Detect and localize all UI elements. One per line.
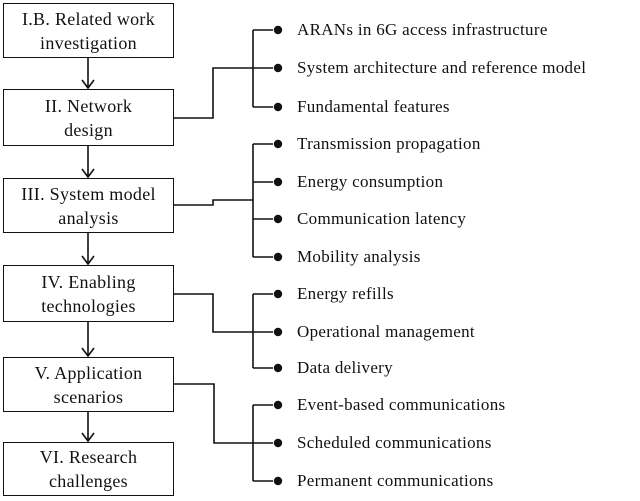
section-box-line: IV. Enabling [41,271,136,292]
section-box-line: V. Application [34,362,143,383]
bullet-icon [273,327,283,337]
connector-network-design [174,29,273,119]
bullet-icon [273,63,283,73]
bullet-icon [273,102,283,112]
bullet-dots [273,25,283,486]
section-box-line: II. Network [44,95,133,116]
bullet-icon [273,289,283,299]
outline-item: Fundamental features [297,97,450,116]
section-box-line: VI. Research [39,447,138,467]
section-box-line: technologies [41,295,136,316]
section-box-network-design: II. Network design [3,89,174,146]
section-box-line: challenges [49,471,128,491]
bullet-icon [273,139,283,149]
bullet-icon [273,214,283,224]
outline-item: Energy refills [297,284,394,303]
section-box-related-work: I.B. Related work investigation [3,3,174,58]
bullet-icon [273,438,283,448]
outline-item: Transmission propagation [297,134,481,153]
outline-item: Event-based communications [297,395,506,414]
section-box-line: III. System model [21,183,156,204]
section-box-line: I.B. Related work [21,8,156,29]
connector-enabling-technologies [174,293,273,369]
outline-item: Communication latency [297,209,467,228]
branch-connectors [174,29,273,482]
connector-application-scenarios [174,383,273,482]
section-box-line: scenarios [53,386,124,407]
connector-system-model [174,143,273,258]
down-arrow-icon [81,322,95,358]
bullet-icon [273,363,283,373]
outline-item: Data delivery [297,358,393,377]
outline-item: Mobility analysis [297,247,421,266]
section-box-system-model: III. System model analysis [3,178,174,233]
section-box-line: design [64,119,113,140]
outline-item: Scheduled communications [297,433,492,452]
flow-arrows [81,58,95,443]
bullet-icon [273,476,283,486]
section-box-application-scenarios: V. Application scenarios [3,357,174,412]
section-box-line: investigation [40,32,137,53]
down-arrow-icon [81,412,95,443]
down-arrow-icon [81,233,95,266]
down-arrow-icon [81,146,95,179]
outline-item: Permanent communications [297,471,494,490]
bullet-icon [273,177,283,187]
outline-item: Energy consumption [297,172,444,191]
section-box-research-challenges: VI. Research challenges [3,442,174,496]
outline-item: ARANs in 6G access infrastructure [297,20,548,39]
bullet-icon [273,400,283,410]
section-box-enabling-technologies: IV. Enabling technologies [3,265,174,322]
outline-item: Operational management [297,322,475,341]
outline-item: System architecture and reference model [297,58,587,77]
bullet-icon [273,25,283,35]
down-arrow-icon [81,58,95,90]
section-box-line: analysis [58,207,119,228]
bullet-icon [273,252,283,262]
